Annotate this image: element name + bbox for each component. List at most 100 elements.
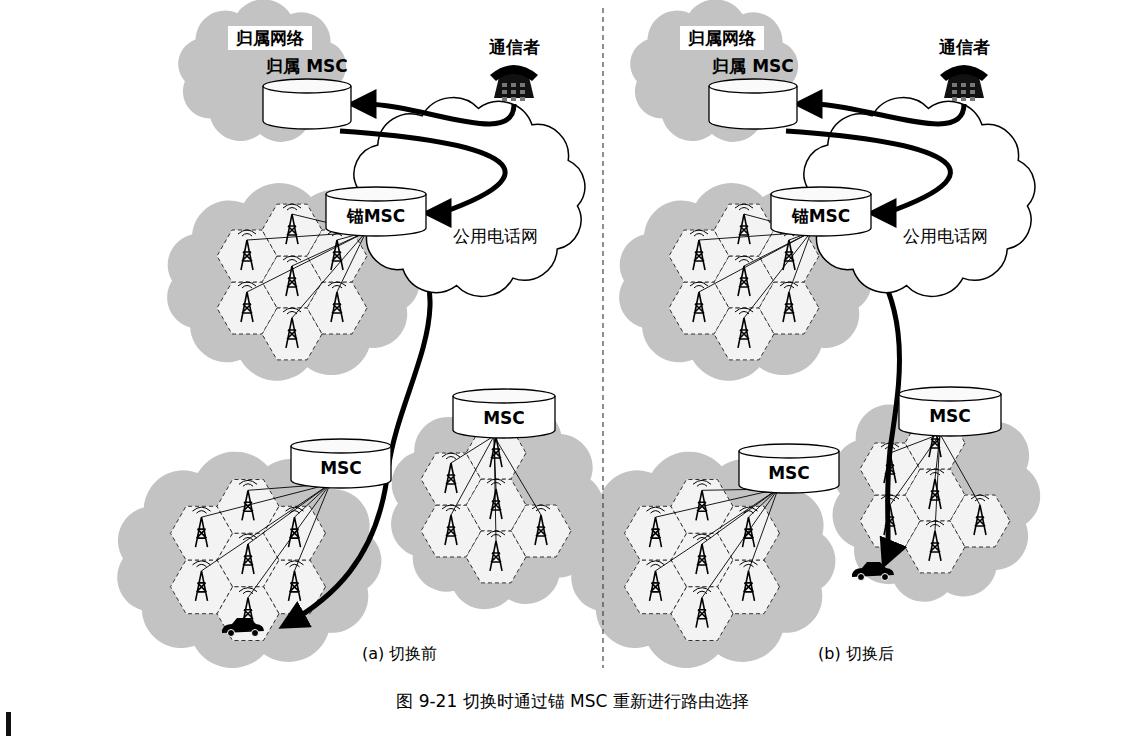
backhaul-wire (202, 484, 331, 517)
tower-lattice (490, 541, 502, 571)
backhaul-wire (656, 489, 779, 517)
tower-lattice (738, 318, 750, 348)
phone-key (952, 83, 957, 87)
node-label: 归属 MSC (708, 55, 798, 78)
radio-waves (283, 308, 301, 314)
base-station-tower (926, 521, 944, 561)
node-label: MSC (290, 458, 392, 478)
radio-waves (239, 588, 257, 594)
car-wheel (228, 630, 235, 637)
radio-waves (193, 507, 211, 513)
base-station-tower (971, 495, 989, 535)
backhaul-wire (702, 489, 778, 598)
base-station-tower (238, 230, 256, 270)
node-label: MSC (898, 406, 1002, 426)
radio-waves (735, 308, 753, 314)
network-label-box: 归属网络 (680, 26, 764, 50)
radio-waves (693, 588, 711, 594)
radio-waves (286, 507, 304, 513)
node-label: 公用电话网 (453, 225, 538, 248)
radio-waves (693, 480, 711, 486)
base-station-tower (532, 505, 550, 545)
tower-lattice (286, 214, 298, 244)
phone-key (502, 83, 507, 87)
phone-key (520, 97, 525, 101)
tower-lattice (241, 292, 253, 322)
caller-phone: 通信者 (478, 36, 550, 102)
tower-lattice (331, 240, 343, 270)
backhaul-wire (749, 489, 779, 571)
node-label: MSC (452, 408, 556, 428)
base-station-tower (239, 480, 257, 520)
msc-node: MSC (898, 386, 1002, 436)
tower-lattice (331, 292, 343, 322)
base-station-tower (238, 282, 256, 322)
cell-hexagon (625, 560, 687, 614)
tower-lattice (693, 240, 705, 270)
radio-waves (690, 230, 708, 236)
backhaul-wire (451, 436, 494, 463)
radio-waves (693, 534, 711, 540)
radio-waves (647, 507, 665, 513)
phone-key (511, 83, 516, 87)
tower-lattice (783, 240, 795, 270)
radio-waves (283, 256, 301, 262)
car-wheel (252, 630, 259, 637)
base-station-tower (735, 256, 753, 296)
radio-waves (780, 282, 798, 288)
cell-hexagon (669, 282, 729, 334)
call-route-arrow (285, 228, 430, 625)
base-station-tower (735, 308, 753, 348)
cell-hexagon (718, 506, 780, 560)
base-station-tower (740, 561, 758, 601)
backhaul-wire (656, 489, 779, 571)
home-region (630, 0, 798, 142)
phone-key (952, 90, 957, 94)
msc-cylinder (708, 78, 798, 129)
radio-waves (740, 507, 758, 513)
radio-waves (647, 561, 665, 567)
base-station-tower (487, 479, 505, 519)
node-label: 通信者 (478, 36, 550, 59)
base-station-tower (780, 230, 798, 270)
base-station-tower (690, 282, 708, 322)
phone-key (970, 97, 975, 101)
cylinder-top (326, 187, 426, 201)
base-station-tower (690, 230, 708, 270)
tower-lattice (289, 571, 301, 601)
backhaul-wire (494, 436, 541, 515)
base-station-tower (442, 505, 460, 545)
tower-lattice (445, 515, 457, 545)
phone-key (511, 90, 516, 94)
phone-handset (940, 65, 988, 81)
msc-cylinder (262, 78, 352, 129)
tower-lattice (286, 318, 298, 348)
base-station-tower (647, 561, 665, 601)
tower-lattice (289, 517, 301, 547)
cylinder-top (899, 387, 1001, 401)
node-label: 锚MSC (770, 205, 872, 228)
msc-node: 锚MSC (770, 186, 872, 236)
tower-lattice (196, 571, 208, 601)
backhaul-wire (202, 484, 331, 571)
tower-lattice (535, 515, 547, 545)
cell-hexagon (759, 230, 819, 282)
cell-hexagon (217, 282, 277, 334)
cylinder-top (709, 79, 797, 93)
radio-waves (690, 282, 708, 288)
node-label: 归属网络 (228, 26, 312, 50)
msc-node: 归属 MSC (262, 55, 352, 129)
tower-lattice (738, 214, 750, 244)
backhaul-wire (699, 232, 811, 292)
node-label: 锚MSC (325, 205, 427, 228)
tower-lattice (490, 437, 502, 467)
radio-waves (532, 505, 550, 511)
telephone-icon (936, 59, 992, 102)
tower-lattice (743, 571, 755, 601)
backhaul-wire (940, 434, 980, 505)
msc-node: MSC (738, 443, 840, 493)
coverage-region (833, 388, 1041, 602)
tower-lattice (286, 266, 298, 296)
radio-waves (971, 495, 989, 501)
